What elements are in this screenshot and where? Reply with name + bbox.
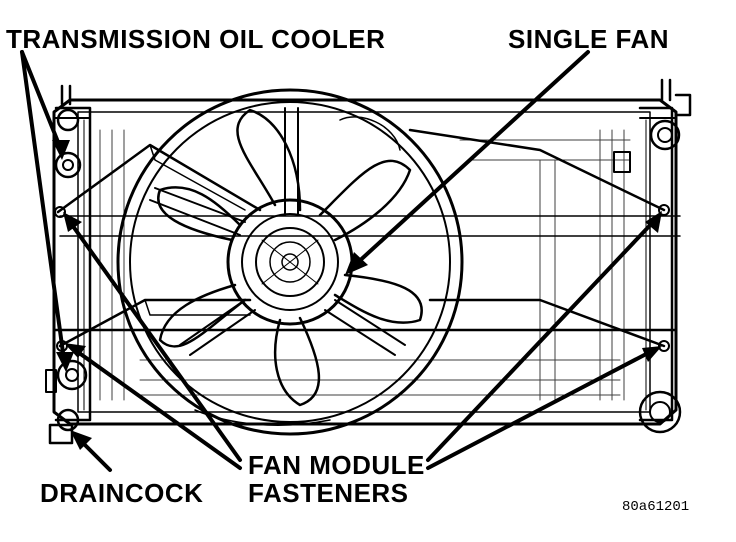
radiator-fittings [45,78,692,445]
single-fan-arrow [345,50,590,275]
draincock-arrow [70,430,112,472]
single-fan-label: SINGLE FAN [508,24,670,54]
radiator-frame [52,98,681,426]
transmission-oil-cooler-arrows [20,50,74,372]
fan-shroud [56,88,666,436]
fan-module-fasteners-arrows [63,211,662,470]
fan-motor-hub [226,198,354,326]
fan-spokes [149,107,406,356]
fan-blades [157,108,423,426]
radiator-tanks [54,106,674,422]
figure-code: 80a61201 [622,499,690,515]
fan-module-fasteners-label-line2: FASTENERS [248,478,409,508]
transmission-oil-cooler-label: TRANSMISSION OIL COOLER [6,24,386,54]
draincock-label: DRAINCOCK [40,478,204,508]
fan-module-fasteners-label-line1: FAN MODULE [248,450,425,480]
